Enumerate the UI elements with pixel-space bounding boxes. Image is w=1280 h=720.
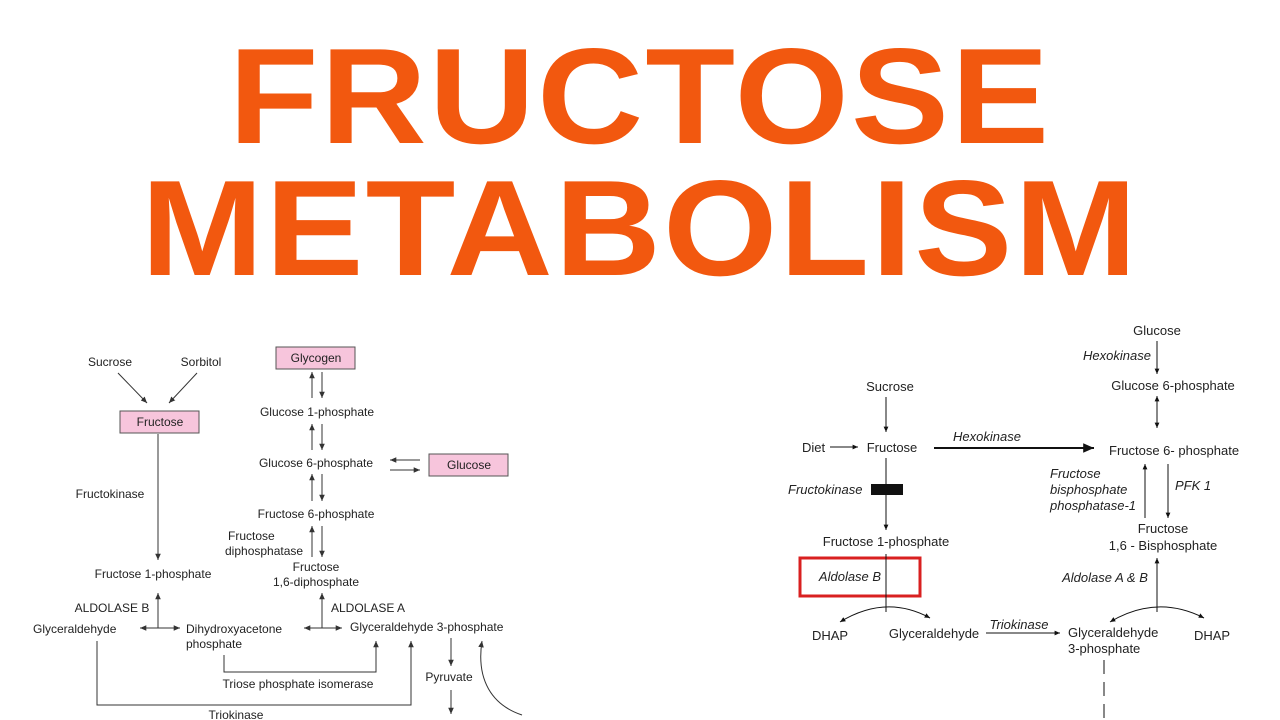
r-dhap-right-label: DHAP	[1194, 628, 1230, 643]
r-triokinase-label: Triokinase	[989, 617, 1048, 632]
g3p-label: Glyceraldehyde 3-phosphate	[350, 620, 504, 634]
glycogen-label: Glycogen	[291, 351, 342, 365]
fructose-box	[119, 410, 200, 434]
glucose-6p-label: Glucose 6-phosphate	[259, 456, 373, 470]
r-glyceraldehyde-label: Glyceraldehyde	[889, 626, 979, 641]
left-pathway-diagram: Sucrose Sorbitol Fructose Fructokinase F…	[33, 346, 523, 720]
title-line-1: FRUCTOSE	[228, 20, 1052, 172]
r-fructose-16bp-label-2: 1,6 - Bisphosphate	[1109, 538, 1217, 553]
r-glucose-6p-label: Glucose 6-phosphate	[1111, 378, 1235, 393]
glyceraldehyde-label: Glyceraldehyde	[33, 622, 117, 636]
r-aldolase-b-label: Aldolase B	[818, 569, 881, 584]
r-fructose-label: Fructose	[867, 440, 918, 455]
fructose-1p-label: Fructose 1-phosphate	[95, 567, 212, 581]
r-fbp-label-1: Fructose	[1050, 466, 1101, 481]
fructokinase-block-bar	[871, 484, 903, 495]
r-fructose-6p-label: Fructose 6- phosphate	[1109, 443, 1239, 458]
f16dp-label-1: Fructose	[293, 560, 340, 574]
r-hexokinase-mid-label: Hexokinase	[953, 429, 1021, 444]
r-g3p-label-2: 3-phosphate	[1068, 641, 1140, 656]
glucose-label: Glucose	[447, 458, 491, 472]
glucose-1p-label: Glucose 1-phosphate	[260, 405, 374, 419]
right-pathway-diagram: Glucose Hexokinase Glucose 6-phosphate S…	[788, 323, 1239, 720]
r-fructokinase-label: Fructokinase	[788, 482, 862, 497]
r-g3p-label-1: Glyceraldehyde	[1068, 625, 1158, 640]
pyruvate-label: Pyruvate	[425, 670, 473, 684]
fdp-ase-label-1: Fructose	[228, 529, 275, 543]
triokinase-label: Triokinase	[209, 708, 264, 720]
fructokinase-label: Fructokinase	[76, 487, 145, 501]
r-fructose-16bp-label-1: Fructose	[1138, 521, 1189, 536]
title-line-2: METABOLISM	[141, 152, 1139, 304]
sucrose-label: Sucrose	[88, 355, 132, 369]
r-dhap-left-label: DHAP	[812, 628, 848, 643]
r-aldolase-ab-label: Aldolase A & B	[1061, 570, 1148, 585]
fructose-label: Fructose	[137, 415, 184, 429]
glucose-box	[428, 453, 509, 477]
r-fbp-label-2: bisphosphate	[1050, 482, 1127, 497]
r-pfk-label: PFK 1	[1175, 478, 1211, 493]
dhap-label-1: Dihydroxyacetone	[186, 622, 282, 636]
r-glucose-label: Glucose	[1133, 323, 1181, 338]
r-fbp-label-3: phosphatase-1	[1049, 498, 1136, 513]
fdp-ase-label-2: diphosphatase	[225, 544, 303, 558]
f16dp-label-2: 1,6-diphosphate	[273, 575, 359, 589]
dhap-label-2: phosphate	[186, 637, 242, 651]
triose-isomerase-label: Triose phosphate isomerase	[223, 677, 374, 691]
fructose-6p-label: Fructose 6-phosphate	[258, 507, 375, 521]
glycogen-box	[275, 346, 356, 370]
right-arrows	[830, 341, 1205, 720]
left-arrows	[96, 372, 523, 716]
aldolase-a-label: ALDOLASE A	[331, 601, 405, 615]
r-hexokinase-top-label: Hexokinase	[1083, 348, 1151, 363]
r-diet-label: Diet	[802, 440, 826, 455]
aldolase-b-highlight-box	[798, 556, 922, 598]
r-fructose-1p-label: Fructose 1-phosphate	[823, 534, 949, 549]
aldolase-b-label: ALDOLASE B	[75, 601, 150, 615]
r-sucrose-label: Sucrose	[866, 379, 914, 394]
sorbitol-label: Sorbitol	[181, 355, 222, 369]
